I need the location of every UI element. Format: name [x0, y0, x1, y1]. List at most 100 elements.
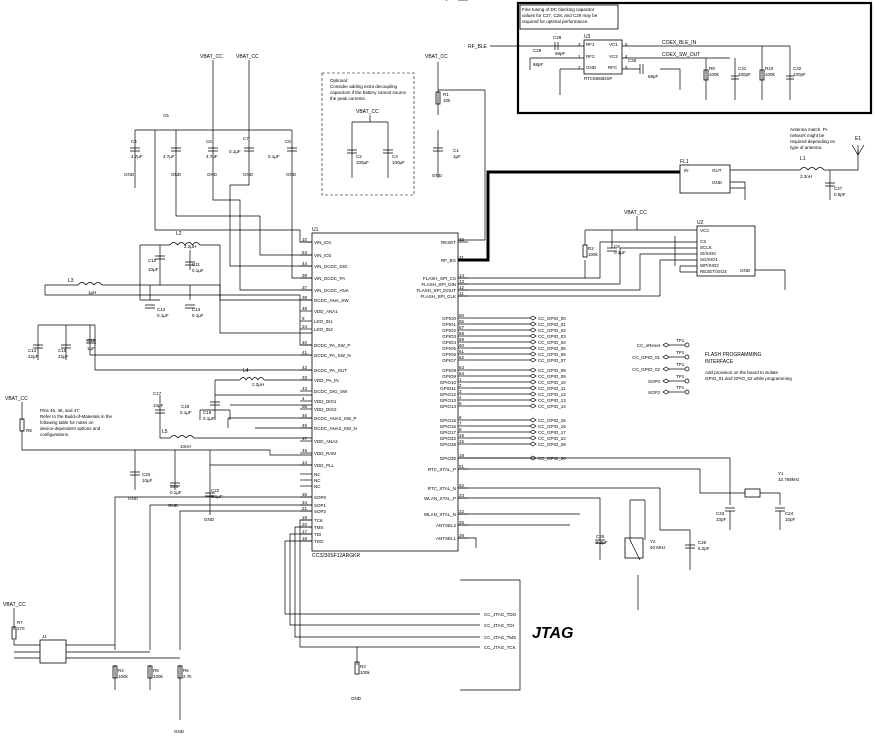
u1-left-pin-name: SOP2	[314, 509, 327, 514]
gnd-r3: GND	[351, 696, 362, 701]
note-top-line-3: required for optimal performance.	[522, 19, 589, 24]
u3-num-1: 1	[578, 54, 581, 59]
u1-right-pin-num: 3	[459, 389, 462, 394]
c21-val: 0.1µF	[170, 490, 182, 495]
e1-ref: E1	[855, 136, 861, 142]
note-pins-4: device-dependent options and	[40, 426, 101, 431]
flash-prog: CC_nResetTP1CC_GPIO_01TP1CC_GPIO_02TP1SO…	[632, 338, 690, 395]
c27-val: 0.5pF	[834, 192, 846, 197]
jtag-tdi: CC_JTAG_TDI	[484, 623, 514, 628]
u1-right-pin-name: WLAN_XTAL_P	[424, 496, 456, 501]
u1-left-pin-name: VIN_DCDC_ANA	[314, 288, 349, 293]
u1-right-pin-name: FLASH_SPI_CS	[423, 276, 456, 281]
y1-ref: Y1	[778, 471, 784, 476]
gpio-net-port	[529, 339, 537, 345]
fl1-in: IN	[684, 168, 689, 173]
note-pins-5: configurations.	[40, 432, 69, 437]
u1-left-pin-name: VIN_IO1	[314, 240, 332, 245]
u1-left-pin-num: 44	[302, 261, 308, 266]
u1-right-pin-name: GPIO5	[442, 346, 456, 351]
r6-ref: R6	[183, 668, 189, 673]
test-point-icon	[684, 389, 690, 395]
c5-ref: C5	[163, 113, 169, 118]
u1-right-pin-name: GPIO2	[442, 328, 456, 333]
gpio-net-port	[529, 367, 537, 373]
u1-left-pin-name: VDD_PLL	[314, 463, 335, 468]
gpio-net-label: CC_GPIO_11	[538, 386, 566, 391]
test-point-icon	[684, 378, 690, 384]
u1-left-pin-num: 14	[302, 460, 308, 465]
optional-box	[321, 72, 415, 196]
c19-ref: C19	[203, 410, 212, 415]
u1-right-pin-num: 32	[459, 237, 465, 242]
u2-cs: CS	[700, 239, 706, 244]
c19-val: 0.1µF	[203, 416, 215, 421]
y2-ref: Y2	[650, 539, 656, 544]
c24-val: 10pF	[785, 517, 796, 522]
u1-right-pin-num: 31	[459, 255, 465, 260]
u2-vcc: VCC	[700, 228, 710, 233]
l4-val: 2.2µH	[252, 382, 264, 387]
u1-left-pin-num: 21	[302, 506, 308, 511]
gpio-net-label: CC_GPIO_17	[538, 430, 566, 435]
u1-left-pin-num: 17	[302, 529, 308, 534]
c1-val: 1µF	[453, 154, 461, 159]
gpio-net-port	[529, 357, 537, 363]
r1-ref: R1	[443, 92, 449, 97]
note-top-line-2: values for C27, C28, and C29 may be	[522, 13, 598, 18]
c6-ref: C6	[206, 139, 212, 144]
u1-right-pin-num: 13	[459, 279, 465, 284]
u1-left-pin-name: NC	[314, 472, 321, 477]
c27-ref: C27	[834, 186, 843, 191]
j1-body	[39, 639, 67, 664]
r7-val: 270	[17, 626, 25, 631]
u1-right-pin-num: 26	[459, 520, 465, 525]
u1-left-pin-name: TMS	[314, 525, 324, 530]
c11-ref: C11	[192, 262, 200, 267]
u1-right-pin-name: ANTSEL2	[436, 523, 457, 528]
u1-right-pin-num: 55	[459, 319, 465, 324]
u2-wp: WP/SIO2	[700, 263, 719, 268]
note-top-box	[519, 4, 619, 30]
u1-right-pin-name: GPIO28	[440, 442, 457, 447]
test-point-label: TP1	[676, 338, 685, 343]
gpio-net-port	[529, 397, 537, 403]
u1-left-pin-num: 42	[302, 365, 308, 370]
u1-left-pin-name: DCDC_DIG_SW	[314, 389, 348, 394]
gpio-net-label: CC_GPIO_09	[538, 374, 566, 379]
u1-right-pin-name: FLASH_SPI_DIN	[421, 282, 456, 287]
u1-right-pin-num: 12	[459, 285, 465, 290]
c16-val: 1µF	[87, 346, 95, 351]
u1-left-pin-name: VDD_PA_IN	[314, 378, 339, 383]
u1-left-pin-name: VDD_ANA2	[314, 439, 338, 444]
l4-ref: L4	[243, 368, 249, 374]
fl1-gnd: GND	[712, 180, 723, 185]
c26-val: 6.2pF	[698, 546, 710, 551]
note-flash-1: FLASH PROGRAMMING	[705, 352, 762, 358]
u1-left-pin-name: TCK	[314, 518, 323, 523]
u1-right-pin-name: GPIO1	[442, 322, 456, 327]
flash-net-label: CC_GPIO_02	[632, 367, 660, 372]
gpio-net-label: CC_GPIO_08	[538, 368, 566, 373]
gnd-c5: GND	[171, 172, 182, 177]
u1-body	[311, 232, 459, 552]
u1-left-pin-name: VDD_DIG2	[314, 407, 337, 412]
gnd-c4: GND	[124, 172, 135, 177]
gnd-j1: GND	[174, 729, 185, 734]
u1-left-pin-num: 39	[302, 273, 308, 278]
gpio-nets: CC_GPIO_00CC_GPIO_01CC_GPIO_02CC_GPIO_03…	[468, 315, 566, 461]
u1-right-pin-num: 29	[459, 533, 465, 538]
c4-ref: C4	[131, 139, 137, 144]
gpio-net-label: CC_GPIO_03	[538, 334, 566, 339]
u2-body	[696, 225, 756, 277]
u1-part: CC3230SF12ARGKR	[312, 553, 360, 559]
note-flash-3: Add provision on the board to isolate	[705, 370, 779, 375]
note-optional-3: capacitors if the battery cannot source	[330, 90, 407, 95]
u1-left-pin-name: TDI	[314, 532, 321, 537]
c10-val: 10µF	[148, 267, 159, 272]
u1-left-pin-num: 4	[302, 396, 305, 401]
c25-val: 6.2pF	[596, 540, 608, 545]
gpio-net-label: CC_GPIO_06	[538, 352, 566, 357]
c12-val: 0.1µF	[157, 313, 169, 318]
u1-left-pin-name: DCDC_ANA_SW	[314, 298, 349, 303]
